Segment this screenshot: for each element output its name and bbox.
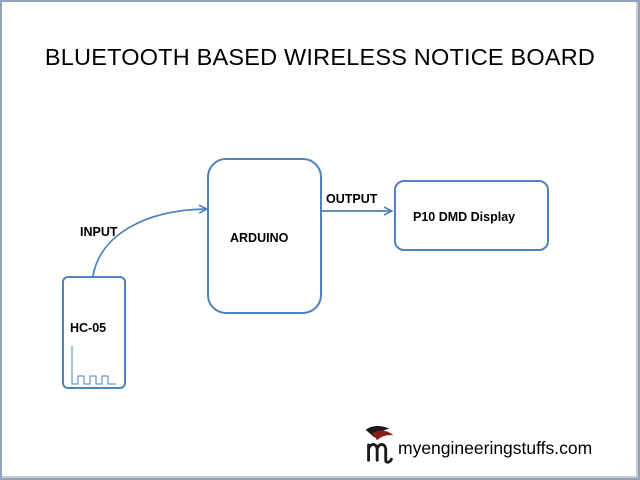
input-arrow	[92, 209, 206, 277]
signal-waveform	[71, 346, 116, 385]
output-edge-label: OUTPUT	[326, 192, 378, 206]
arduino-box	[207, 158, 322, 314]
diagram-title: BLUETOOTH BASED WIRELESS NOTICE BOARD	[44, 44, 596, 70]
brand-logo-icon	[365, 426, 394, 464]
input-edge-label: INPUT	[80, 225, 118, 239]
display-label: P10 DMD Display	[413, 210, 515, 224]
display-box	[394, 180, 549, 251]
arduino-label: ARDUINO	[230, 231, 289, 245]
watermark-text: myengineeringstuffs.com	[398, 438, 593, 458]
hc05-label: HC-05	[70, 321, 106, 335]
hc05-box	[62, 276, 126, 389]
